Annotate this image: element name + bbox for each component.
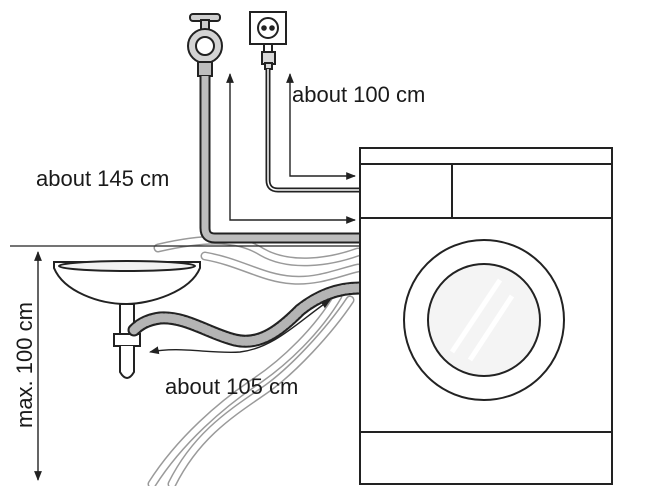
power-cable-length-label: about 100 cm [292,82,425,107]
water-tap-icon [188,14,222,76]
drain-hose-length-label: about 105 cm [165,374,298,399]
machine-door [404,240,564,400]
max-height-label: max. 100 cm [12,302,37,428]
power-plug-icon [262,44,275,69]
inlet-hose-length-label: about 145 cm [36,166,169,191]
power-socket-icon [250,12,286,44]
